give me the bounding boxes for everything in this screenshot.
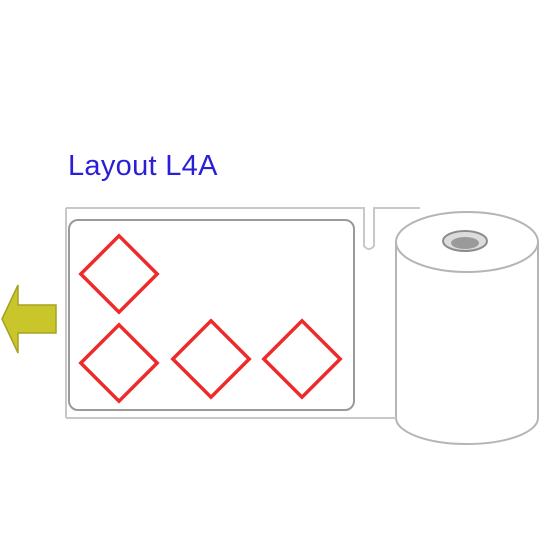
arrow-left-icon [1, 284, 57, 354]
liner-outline [66, 207, 420, 250]
hazard-diamond-icon [170, 318, 252, 400]
diamond-group [78, 233, 343, 404]
hazard-diamond-icon [78, 322, 160, 404]
label-outline [68, 219, 355, 411]
roll-core-hole [451, 237, 479, 249]
layout-title: Layout L4A [68, 150, 218, 182]
hazard-diamond-icon [78, 233, 160, 315]
label-roll-icon [395, 211, 539, 445]
hazard-diamond-icon [261, 318, 343, 400]
label-liner [65, 207, 420, 419]
roll-body [395, 242, 539, 445]
